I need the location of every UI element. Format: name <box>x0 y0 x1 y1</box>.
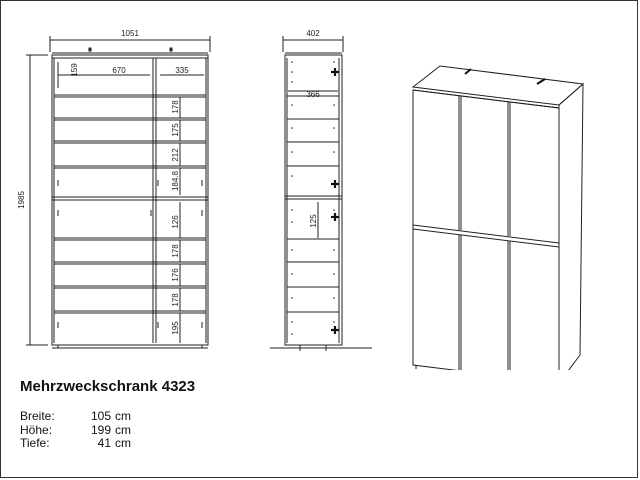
compartment-height-label: 178 <box>171 293 180 307</box>
pin-holes <box>291 61 335 335</box>
product-title: Mehrzweckschrank 4323 <box>20 378 196 395</box>
spec-unit: cm <box>115 436 131 450</box>
spec-value: 105 <box>90 409 111 423</box>
overall-depth-label: 402 <box>306 29 320 38</box>
compartment-height-label: 176 <box>171 268 180 282</box>
perspective-view <box>411 65 585 370</box>
cabinet-top <box>411 65 585 106</box>
right-inner-width-label: 335 <box>175 66 189 75</box>
technical-drawing: 1051 1985 670 335 159 178 175 212 184.8 … <box>17 29 585 370</box>
compartment-height-label: 178 <box>171 244 180 258</box>
spec-row-height: Höhe: 199 cm <box>20 422 131 438</box>
spec-label: Breite: <box>20 409 55 423</box>
side-carcass <box>284 54 343 346</box>
compartment-height-label: 178 <box>171 100 180 114</box>
side-view <box>270 36 372 351</box>
spec-label: Höhe: <box>20 422 53 437</box>
front-view <box>26 36 211 349</box>
spec-list: Breite: 105 cm Höhe: 199 cm Tiefe: 41 cm <box>20 409 131 451</box>
compartment-height-label: 212 <box>171 148 180 162</box>
top-gap-label: 159 <box>70 63 79 77</box>
hinge-marks <box>331 68 339 334</box>
side-shelves <box>285 95 342 313</box>
compartment-height-label: 175 <box>171 123 180 137</box>
spec-unit: cm <box>115 409 131 423</box>
spec-unit: cm <box>115 422 131 437</box>
cabinet-side <box>558 82 584 370</box>
cabinet-front <box>412 89 560 370</box>
top-fittings <box>464 68 546 85</box>
inner-depth-label: 366 <box>306 90 320 99</box>
overall-width-label: 1051 <box>121 29 139 38</box>
upper-gap-label: 125 <box>309 214 318 228</box>
spec-value: 41 <box>97 436 111 450</box>
overall-height-label: 1985 <box>17 191 26 209</box>
spec-row-depth: Tiefe: 41 cm <box>20 436 131 451</box>
spec-label: Tiefe: <box>20 436 50 450</box>
left-inner-width-label: 670 <box>112 66 126 75</box>
spec-value: 199 <box>90 422 111 437</box>
front-shelves <box>54 94 206 314</box>
compartment-height-label: 126 <box>171 215 180 229</box>
spec-row-width: Breite: 105 cm <box>20 409 131 424</box>
compartment-height-label: 195 <box>171 321 180 335</box>
compartment-height-label: 184.8 <box>171 170 180 191</box>
